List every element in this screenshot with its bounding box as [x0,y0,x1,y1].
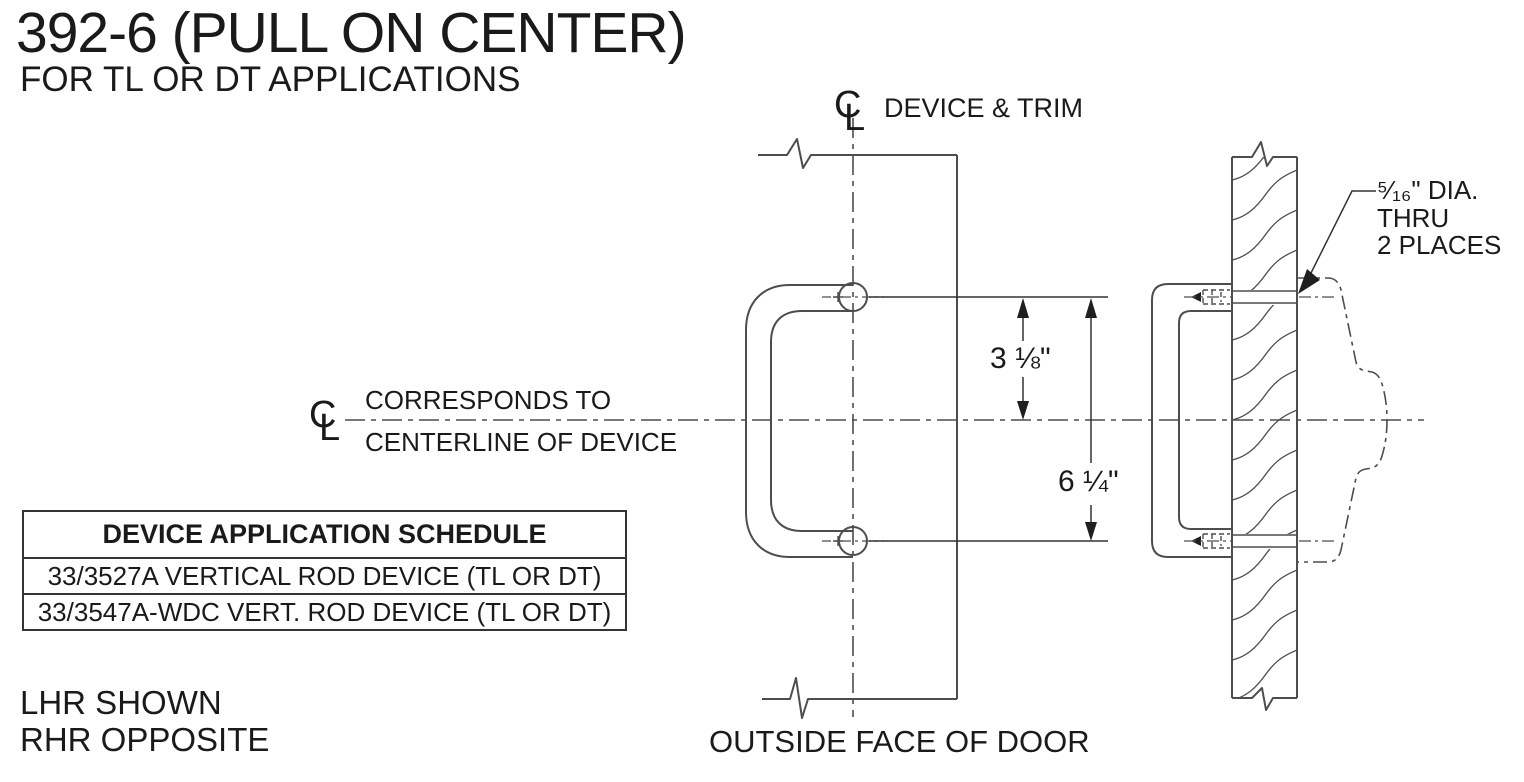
hole-note-line3: 2 PLACES [1377,230,1502,260]
handing-note-line1: LHR SHOWN [20,684,222,721]
dimension-lines [869,296,1108,542]
bracket-inner-contour [1178,310,1232,530]
door-section-top-edge-with-break [1232,141,1297,167]
page-subtitle: FOR TL OR DT APPLICATIONS [20,60,521,99]
through-holes [1232,290,1297,549]
corresponds-label-line1: CORRESPONDS TO [365,385,612,415]
bracket-outer-contour [1151,283,1232,558]
arrow-up-icon [1085,298,1097,318]
handing-note-line2: RHR OPPOSITE [20,721,270,758]
arrow-up-icon [1017,298,1029,318]
schedule-row: 33/3547A-WDC VERT. ROD DEVICE (TL OR DT) [37,596,612,627]
pull-handle-side-view [1151,283,1232,558]
schedule-row: 33/3527A VERTICAL ROD DEVICE (TL OR DT) [24,559,625,595]
dimension-hole-to-hole: 6 ¼" [1058,465,1119,498]
page-title: 392-6 (PULL ON CENTER) [16,1,687,65]
hole-note-line1: ⁵⁄₁₆" DIA. [1377,175,1479,205]
outside-face-label: OUTSIDE FACE OF DOOR [709,724,1090,759]
pull-handle-front-view [745,282,884,558]
device-application-schedule: DEVICE APPLICATION SCHEDULE 33/3527A VER… [22,510,627,631]
front-view-door-outline [758,138,958,719]
dimension-arrowheads [1017,298,1097,541]
cl-symbol-c: C [309,394,337,436]
cl-symbol-l: L [844,97,866,139]
cl-symbol-c: C [834,84,862,126]
corresponds-label-line2: CENTERLINE OF DEVICE [365,427,678,457]
device-trim-label: DEVICE & TRIM [884,93,1084,123]
door-top-edge-with-break [758,138,957,169]
dimension-center-to-top-hole: 3 ⅛" [990,342,1051,375]
door-cross-section [1231,141,1298,711]
hole-note-line2: THRU [1377,203,1450,233]
schedule-header: DEVICE APPLICATION SCHEDULE [24,512,625,559]
handle-inner-contour [770,310,853,532]
cl-symbol-l: L [319,407,341,449]
device-phantom-outline [1297,277,1388,563]
door-bottom-edge-with-break [762,677,957,719]
centerline-symbol-device-center: C L [309,394,353,449]
arrow-down-icon [1085,522,1097,541]
wood-grain-hatching [1233,157,1296,698]
leader-arrowhead-icon [1298,269,1320,294]
door-section-bottom-edge-with-break [1232,687,1297,711]
centerline-symbol-device-trim: C L [834,84,878,139]
hole-note-leader [1298,190,1376,294]
arrow-down-icon [1017,401,1029,420]
handle-outer-contour [745,284,853,558]
